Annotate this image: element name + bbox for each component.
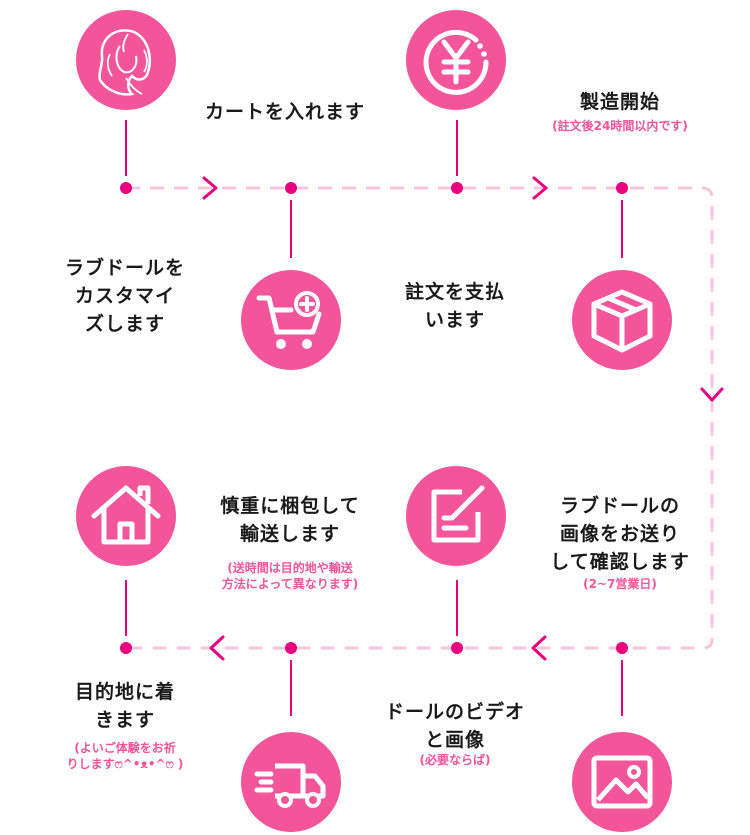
yen-coin-icon (423, 29, 489, 95)
connector-line (290, 200, 292, 258)
top-dashed-connector (126, 186, 714, 650)
label-line: 目的地に着 (74, 681, 175, 703)
step-icon-circle (241, 270, 341, 370)
step-dot (285, 182, 297, 194)
label-text: カートを入れます (204, 101, 365, 123)
arrow-left-icon (531, 635, 547, 661)
step-dot (451, 182, 463, 194)
step-icon-circle (572, 270, 672, 370)
add-to-cart-icon (256, 291, 322, 349)
step-dot (451, 642, 463, 654)
label-line: います (424, 309, 485, 331)
step-icon-circle (76, 466, 176, 566)
label-line: ラブドールの (559, 495, 680, 517)
step-note: (註文後24時間以内です) (520, 118, 720, 134)
step-note: (必要ならば) (360, 752, 550, 768)
package-box-icon (591, 289, 653, 353)
connector-line (456, 580, 458, 636)
step-dot (120, 642, 132, 654)
label-line: 画像をお送り (559, 523, 680, 545)
connector-line (290, 660, 292, 716)
label-line: ドールのビデオ (384, 701, 525, 723)
step-label: 慎重に梱包して 輸送します (190, 492, 390, 548)
label-line: ラブドールを (64, 257, 185, 279)
label-line: ズします (84, 313, 165, 335)
note-line: (よいご体験をお祈 (74, 741, 176, 755)
label-line: して確認します (550, 551, 690, 573)
note-text: (註文後24時間以内です) (552, 119, 688, 133)
note-line: (送時間は目的地や輸送 (227, 561, 353, 575)
delivery-truck-icon (254, 763, 326, 808)
arrow-left-icon (209, 635, 225, 661)
step-label: ラブドールを カスタマイ ズします (40, 254, 210, 338)
step-dot (285, 642, 297, 654)
step-note: (送時間は目的地や輸送 方法によって異なります) (190, 560, 390, 592)
label-line: きます (94, 709, 155, 731)
note-text: (2~7営業日) (583, 577, 657, 591)
step-label: カートを入れます (180, 98, 390, 126)
label-line: 輸送します (239, 523, 340, 545)
note-line: 方法によって異なります) (221, 577, 359, 591)
woman-silhouette-icon (98, 29, 151, 96)
step-icon-circle (406, 10, 506, 110)
step-label: 目的地に着 きます (40, 678, 210, 734)
step-icon-circle (241, 732, 341, 832)
label-line: と画像 (424, 729, 485, 751)
label-line: カスタマイ (74, 285, 175, 307)
connector-line (621, 660, 623, 716)
arrow-right-icon (532, 176, 548, 200)
step-note: (2~7営業日) (530, 576, 710, 592)
step-icon-circle (572, 732, 672, 832)
step-label: 註文を支払 います (370, 278, 540, 334)
step-label: ラブドールの 画像をお送り して確認します (530, 492, 710, 576)
step-label: ドールのビデオ と画像 (360, 698, 550, 754)
connector-line (125, 120, 127, 176)
step-dot (616, 642, 628, 654)
label-text: 製造開始 (579, 91, 660, 113)
step-dot (120, 182, 132, 194)
home-icon (91, 485, 161, 545)
connector-line (621, 200, 623, 258)
note-line: りしますෆ^•ᴥ•^ෆ ) (66, 757, 184, 771)
connector-line (125, 580, 127, 636)
arrow-down-icon (700, 387, 724, 402)
step-dot (616, 182, 628, 194)
step-icon-circle (406, 466, 506, 566)
connector-line (456, 120, 458, 176)
note-text: (必要ならば) (419, 753, 491, 767)
step-label: 製造開始 (520, 88, 720, 116)
edit-note-icon (431, 485, 485, 543)
image-icon (591, 755, 653, 809)
label-line: 註文を支払 (404, 281, 505, 303)
step-icon-circle (76, 10, 176, 110)
arrow-right-icon (202, 176, 218, 200)
label-line: 慎重に梱包して (220, 495, 360, 517)
step-note: (よいご体験をお祈 りしますෆ^•ᴥ•^ෆ ) (40, 740, 210, 772)
